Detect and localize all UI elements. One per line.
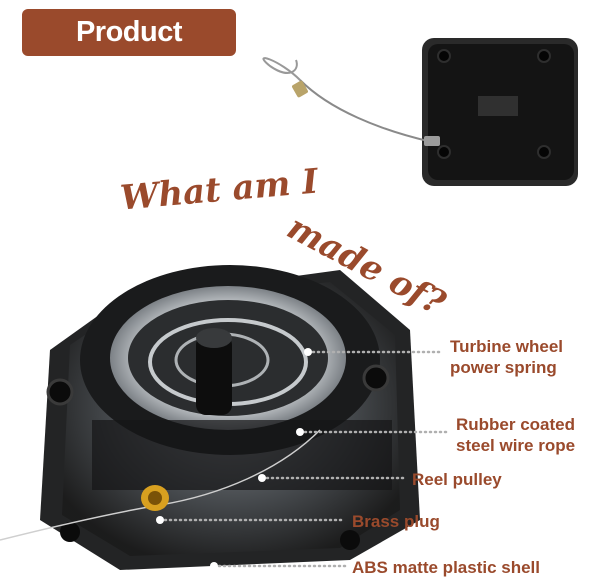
callout-line: Turbine wheel — [450, 337, 564, 356]
callout-line: power spring — [450, 358, 557, 377]
product-photo — [262, 38, 578, 186]
leader-lines — [158, 350, 450, 568]
device-cutaway — [0, 265, 420, 570]
callout-line: Rubber coated — [456, 415, 576, 434]
callout-line: steel wire rope — [456, 436, 576, 455]
callout-turbine-spring: Turbine wheel power spring — [450, 336, 563, 378]
leader-dots — [156, 348, 312, 570]
callout-line: Brass plug — [352, 512, 440, 531]
page-title: Product Structure — [22, 9, 236, 95]
callout-wire-rope: Rubber coated steel wire rope — [456, 414, 575, 456]
callout-line: Reel pulley — [412, 470, 502, 489]
callout-reel-pulley: Reel pulley — [412, 469, 502, 490]
callout-brass-plug: Brass plug — [352, 511, 440, 532]
callout-plastic-shell: ABS matte plastic shell — [352, 557, 540, 578]
callout-line: ABS matte plastic shell — [352, 558, 541, 577]
